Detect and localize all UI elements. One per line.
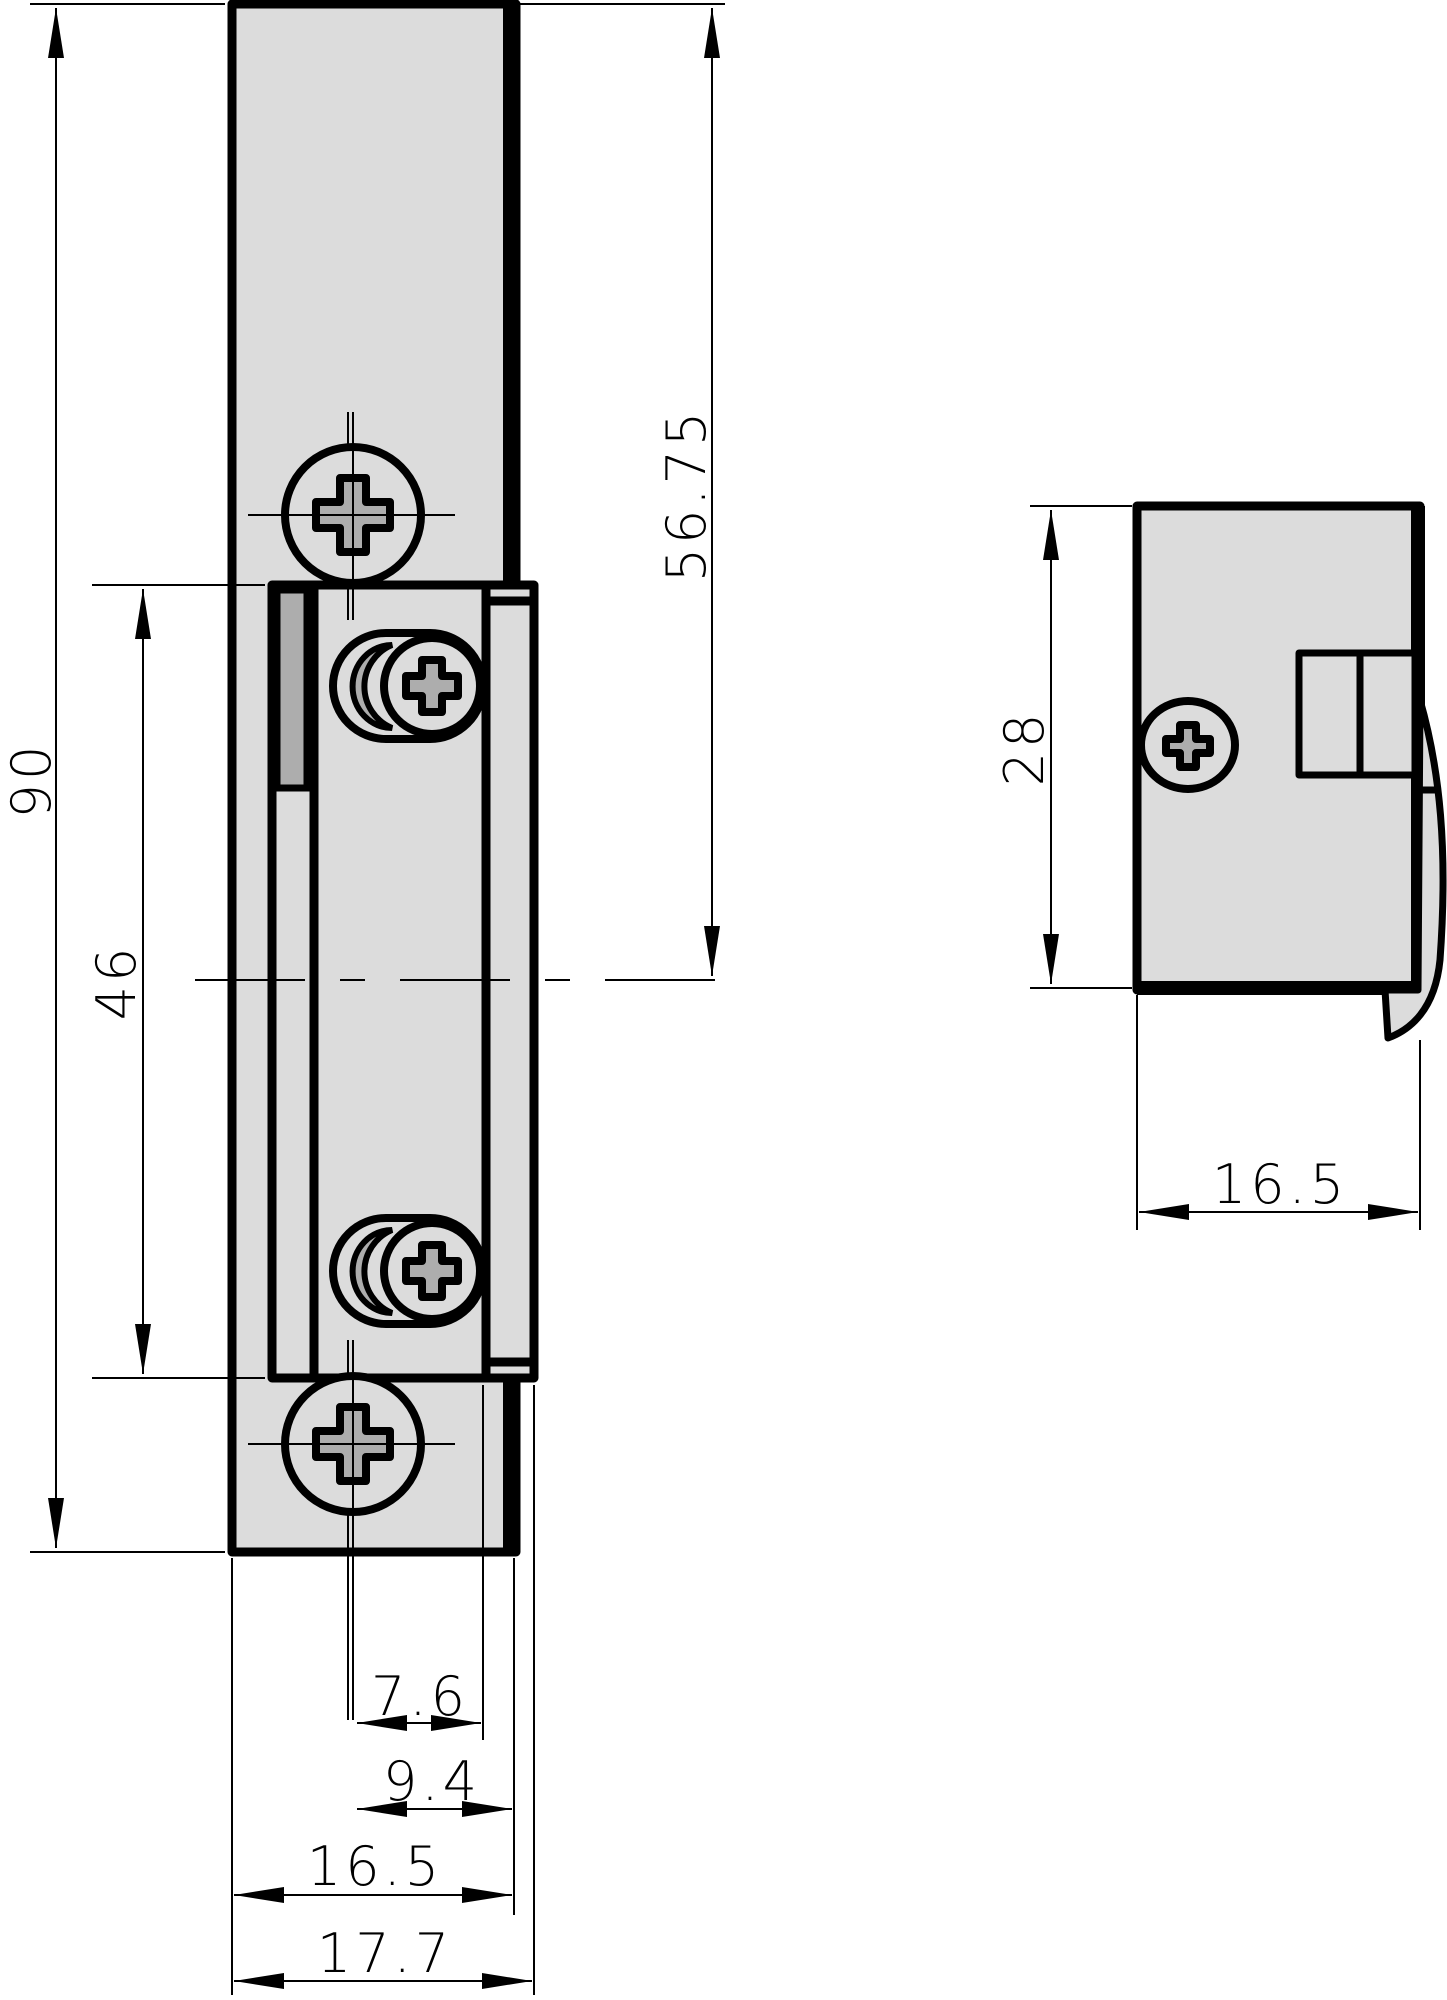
dimension-body-offset: 9.4 [357,1750,512,1817]
dimension-faceplate-width: 16.5 [234,1835,512,1903]
dimension-label-9-4: 9.4 [383,1750,481,1813]
lower-adjust-screw-icon [329,1214,487,1328]
dimension-label-17-7: 17.7 [317,1922,453,1985]
front-view: 90 46 56.75 7.6 9.4 16.5 1 [0,0,725,1995]
dimension-label-28: 28 [993,710,1056,787]
dimension-screw-spacing: 46 [85,589,151,1374]
strike-body [267,580,539,1383]
dimension-side-height: 28 [993,510,1059,984]
side-screw-icon [1137,697,1239,793]
extension-lines [30,3,725,1995]
dimension-center-to-top: 56.75 [655,8,720,976]
bottom-mount-screw-icon [248,1340,455,1720]
dimension-label-56-75: 56.75 [655,408,718,583]
dimension-label-90: 90 [0,742,63,819]
dimension-label-7-6: 7.6 [371,1665,469,1728]
top-mount-screw-icon [248,412,455,620]
side-view: 28 16.5 [993,501,1447,1230]
dimension-label-46: 46 [85,944,148,1021]
dimension-overall-width: 17.7 [234,1922,532,1989]
side-spring-lip [1381,696,1447,1042]
side-extension-lines [1030,505,1421,1230]
side-latch-block [1295,649,1419,779]
latch-shade-strip [273,586,311,792]
dimension-side-depth: 16.5 [1139,1153,1418,1220]
dimension-overall-height: 90 [0,8,64,1548]
dimension-label-16-5-side: 16.5 [1212,1153,1348,1216]
dimension-screw-offset: 7.6 [357,1665,481,1731]
dimension-label-16-5-front: 16.5 [307,1835,443,1898]
upper-adjust-screw-icon [329,629,487,743]
